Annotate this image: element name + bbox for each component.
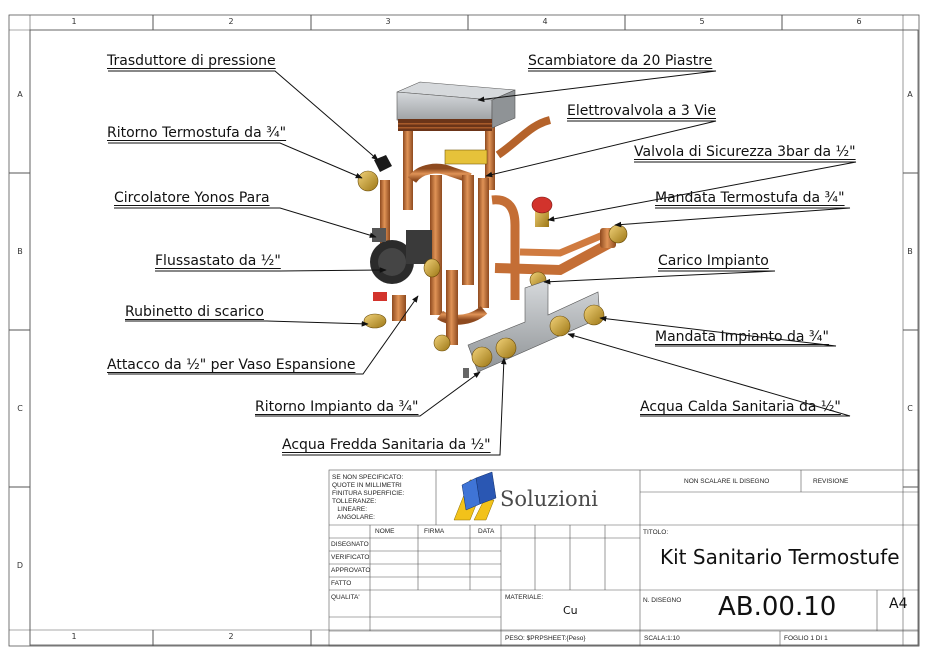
tb-row-approvato: APPROVATO: [331, 567, 371, 574]
drawing-title: Kit Sanitario Termostufe: [660, 545, 900, 569]
callout-mandata-termostufa: Mandata Termostufa da ¾": [655, 190, 845, 206]
tb-note-5: LINEARE:: [332, 506, 368, 513]
tb-row-disegnato: DISEGNATO: [331, 541, 369, 548]
tb-note-1: SE NON SPECIFICATO:: [332, 474, 404, 481]
tb-no-scale: NON SCALARE IL DISEGNO: [684, 478, 770, 485]
tb-scale: SCALA:1:10: [644, 635, 680, 642]
zone-bottom-2: 2: [228, 632, 234, 641]
callout-ritorno-impianto: Ritorno Impianto da ¾": [255, 399, 419, 415]
sheet-size: A4: [889, 596, 908, 612]
ab-soluzioni-logo-icon: Soluzioni: [453, 471, 598, 521]
callout-acqua-fredda: Acqua Fredda Sanitaria da ½": [282, 437, 491, 453]
zone-top-5: 5: [699, 17, 705, 26]
callout-ritorno-termostufa: Ritorno Termostufa da ¾": [107, 125, 287, 141]
tb-col-nome: NOME: [375, 528, 395, 535]
zone-left-d: D: [16, 561, 24, 570]
zone-left-c: C: [17, 404, 23, 413]
tb-row-verificato: VERIFICATO: [331, 554, 370, 561]
callout-elettrovalvola: Elettrovalvola a 3 Vie: [567, 103, 717, 119]
zone-right-a: A: [907, 90, 913, 99]
callout-trasduttore: Trasduttore di pressione: [107, 53, 276, 69]
tb-col-data: DATA: [478, 528, 495, 535]
tb-material-label: MATERIALE:: [505, 594, 544, 601]
tb-note-3: FINITURA SUPERFICIE:: [332, 490, 405, 497]
zone-right-b: B: [907, 247, 913, 256]
callout-mandata-impianto: Mandata Impianto da ¾": [655, 329, 829, 345]
material-value: Cu: [563, 604, 578, 617]
tb-weight: PESO: $PRPSHEET:{Peso}: [505, 635, 586, 642]
callout-rubinetto: Rubinetto di scarico: [125, 304, 264, 320]
hydraulic-assembly-illustration: [357, 81, 628, 378]
zone-top-4: 4: [542, 17, 548, 26]
tb-revision: REVISIONE: [813, 478, 849, 485]
zone-top-1: 1: [71, 17, 77, 26]
tb-drawing-no-label: N. DISEGNO: [643, 597, 682, 604]
tb-note-4: TOLLERANZE:: [332, 498, 377, 505]
tb-note-2: QUOTE IN MILLIMETRI: [332, 482, 402, 489]
callout-carico: Carico Impianto: [658, 253, 769, 269]
callout-circolatore: Circolatore Yonos Para: [114, 190, 270, 206]
zone-right-c: C: [907, 404, 913, 413]
callout-scambiatore: Scambiatore da 20 Piastre: [528, 53, 713, 69]
logo-wordmark: Soluzioni: [500, 487, 598, 511]
plate-heat-exchanger-icon: [396, 81, 516, 131]
zone-top-3: 3: [385, 17, 391, 26]
zone-top-2: 2: [228, 17, 234, 26]
tb-row-qualita: QUALITA': [331, 594, 360, 601]
zone-bottom-1: 1: [71, 632, 77, 641]
title-block-grid: [328, 469, 920, 647]
callout-attacco: Attacco da ½" per Vaso Espansione: [107, 357, 356, 373]
callout-acqua-calda: Acqua Calda Sanitaria da ½": [640, 399, 841, 415]
tb-row-fatto: FATTO: [331, 580, 352, 587]
circulator-pump-icon: [370, 228, 432, 284]
callout-valvola-sicurezza: Valvola di Sicurezza 3bar da ½": [634, 144, 856, 160]
drawing-number: AB.00.10: [718, 592, 837, 622]
tb-title-label: TITOLO:: [643, 529, 669, 536]
tb-col-firma: FIRMA: [424, 528, 445, 535]
tb-sheet: FOGLIO 1 DI 1: [784, 635, 828, 642]
zone-left-a: A: [17, 90, 23, 99]
zone-top-6: 6: [856, 17, 862, 26]
leader-lines: [108, 70, 857, 456]
callout-flussastato: Flussastato da ½": [155, 253, 281, 269]
zone-left-b: B: [17, 247, 23, 256]
tb-note-6: ANGOLARE:: [332, 514, 375, 521]
